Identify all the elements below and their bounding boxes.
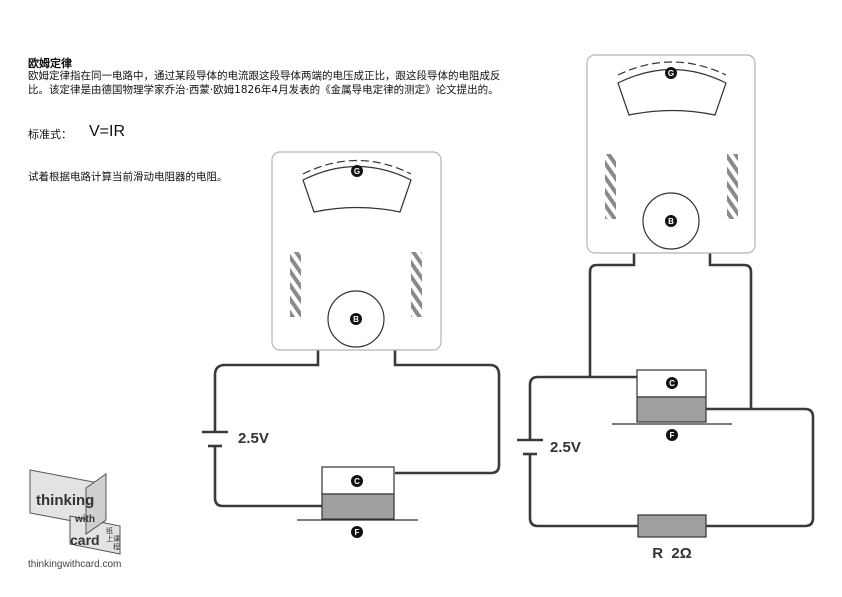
right-wire-top-loop — [528, 375, 637, 440]
right-gauge-scale — [617, 61, 727, 76]
left-wire-battery-bottom — [213, 446, 322, 508]
left-gauge-badge-label: G — [354, 167, 360, 176]
left-rheostat-top-label: C — [354, 477, 360, 486]
left-wire-right — [393, 350, 501, 475]
right-gauge-dial — [617, 69, 727, 116]
description-text: 欧姆定律指在同一电路中，通过某段导体的电流跟这段导体两端的电压成正比，跟这段导体… — [28, 70, 501, 96]
left-rheostat-bottom-label: F — [355, 528, 360, 537]
left-rheostat-top-badge — [351, 475, 363, 487]
website-url[interactable]: thinkingwithcard.com — [28, 559, 122, 570]
left-hatch-bar-left — [290, 252, 301, 317]
logo-card-fold — [85, 473, 107, 535]
logo-word-with: with — [74, 514, 95, 525]
left-circuit: 2.5V G B C F — [202, 151, 501, 538]
right-gauge-badge — [665, 67, 677, 79]
page-title: 欧姆定律 — [28, 57, 72, 70]
right-rheostat-bottom — [636, 396, 707, 423]
right-wire-meter-left — [588, 253, 636, 377]
right-button-badge — [665, 215, 677, 227]
right-resistor-label: R 2Ω — [652, 545, 692, 562]
logo-cn-3: 课 — [113, 534, 120, 543]
logo-cn-2: 上 — [106, 534, 113, 543]
right-wire-meter-right — [708, 253, 753, 409]
left-gauge-badge — [351, 165, 363, 177]
logo-word-card: card — [70, 532, 100, 548]
right-rheostat-top-label: C — [669, 379, 675, 388]
left-wire-main — [213, 350, 320, 432]
right-wire-right-loop — [706, 407, 815, 528]
right-voltage-label: 2.5V — [550, 439, 581, 456]
logo-cn-4: 程 — [113, 542, 120, 551]
right-gauge-badge-label: G — [668, 69, 674, 78]
left-button-badge-label: B — [353, 315, 359, 324]
task-text: 试着根据电路计算当前滑动电阻器的电阻。 — [28, 171, 228, 183]
right-circuit: 2.5V G B C F R 2Ω — [517, 54, 815, 562]
logo-card-front — [69, 515, 121, 555]
right-resistor — [637, 514, 707, 538]
left-gauge-scale — [302, 160, 412, 175]
right-rheostat-bottom-badge — [666, 429, 678, 441]
right-rheostat-top-badge — [666, 377, 678, 389]
logo-cn-1: 纸 — [106, 526, 113, 535]
right-hatch-bar-left — [605, 154, 616, 219]
left-voltage-label: 2.5V — [238, 430, 269, 447]
formula: V=IR — [89, 123, 126, 140]
logo-word-thinking: thinking — [36, 492, 94, 509]
thinkingwithcard-logo: thinking with card 纸 上 课 程 — [29, 469, 121, 555]
left-gauge-dial — [302, 166, 412, 213]
right-button-badge-label: B — [668, 217, 674, 226]
left-rheostat-bottom — [321, 493, 395, 520]
left-hatch-bar-right — [411, 252, 422, 317]
left-button-badge — [350, 313, 362, 325]
right-rheostat-bottom-label: F — [670, 431, 675, 440]
left-rheostat-bottom-badge — [351, 526, 363, 538]
right-wire-bottom-loop — [528, 454, 638, 528]
right-hatch-bar-right — [727, 154, 738, 219]
formula-label: 标准式： — [28, 128, 72, 141]
